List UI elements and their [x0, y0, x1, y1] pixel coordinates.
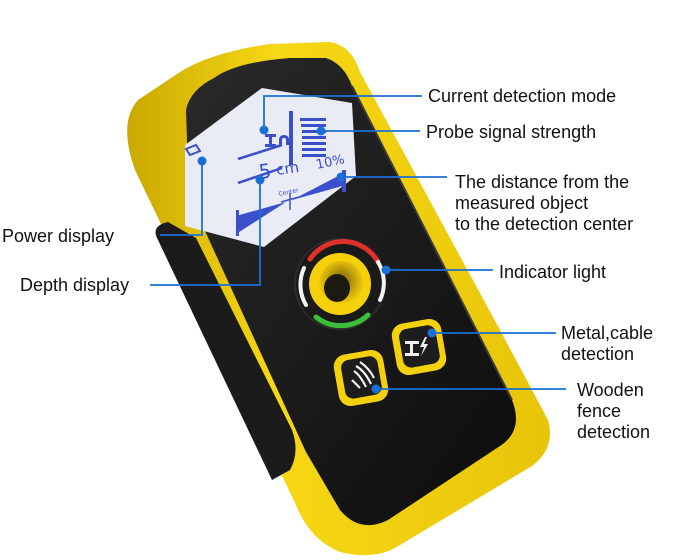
- mode-icon: [265, 134, 289, 147]
- metal-cable-icon: [405, 337, 428, 356]
- indicator-ring-green: [313, 312, 371, 329]
- callout-line-mode: [263, 95, 422, 130]
- indicator-light: [294, 238, 386, 330]
- label-indicator-light: Indicator light: [499, 262, 607, 282]
- lcd-percent: 10%: [315, 152, 346, 173]
- metal-cable-detection-button[interactable]: [390, 317, 448, 377]
- indicator-ring-red: [307, 239, 381, 265]
- center-wedges: [236, 170, 346, 236]
- indicator-lens-hole: [324, 274, 350, 302]
- lcd-glass: [185, 88, 356, 247]
- label-distance-to-center: The distance from the measured object to…: [455, 172, 634, 234]
- label-wooden-fence-detection: Wooden fence detection: [577, 380, 651, 442]
- indicator-ring-white: [376, 260, 386, 302]
- left-grip: [155, 222, 296, 480]
- label-power-display: Power display: [2, 226, 115, 246]
- lcd-depth-unit: cm: [275, 158, 300, 179]
- label-probe-signal-strength: Probe signal strength: [426, 122, 597, 142]
- callout-lines: [150, 95, 566, 390]
- signal-strength-bars: [289, 111, 326, 165]
- callout-line-depth: [150, 180, 261, 286]
- wood-icon: [351, 361, 375, 389]
- callout-line-power: [160, 161, 203, 236]
- indicator-ring-white-left: [298, 266, 308, 307]
- label-depth-display: Depth display: [20, 275, 130, 295]
- label-metal-cable-detection: Metal,cable detection: [561, 323, 654, 364]
- front-panel-edge: [351, 85, 513, 401]
- lcd-center-label: Center: [278, 187, 300, 198]
- center-marker: [280, 193, 300, 210]
- wood-detection-button[interactable]: [332, 348, 390, 408]
- lcd-screen: 5 cm 10% Center: [184, 88, 356, 247]
- label-current-detection-mode: Current detection mode: [428, 86, 617, 106]
- callout-dots: [197, 125, 437, 394]
- battery-icon: [184, 143, 202, 157]
